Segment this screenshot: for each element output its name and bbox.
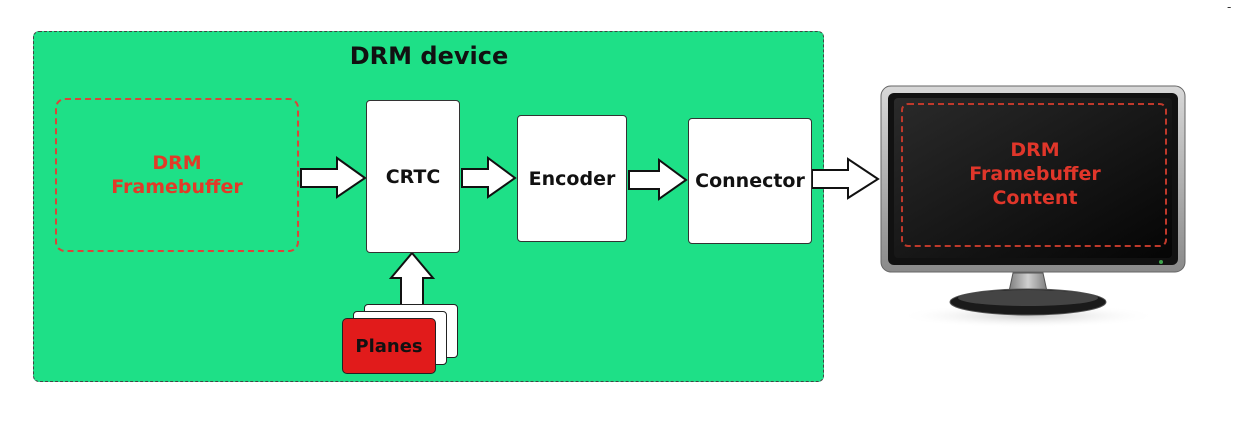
arrow-crtc-to-encoder <box>461 156 517 199</box>
planes-card: Planes <box>342 318 436 374</box>
corner-mark: - <box>1227 0 1232 14</box>
monitor-icon <box>880 85 1186 328</box>
arrow-framebuffer-to-crtc <box>300 156 367 199</box>
connector-label: Connector <box>695 170 805 192</box>
crtc-block: CRTC <box>366 100 460 253</box>
encoder-label: Encoder <box>528 167 616 190</box>
monitor-content-label: DRM Framebuffer Content <box>969 139 1101 209</box>
arrow-encoder-to-connector <box>628 158 688 201</box>
crtc-label: CRTC <box>385 165 441 188</box>
arrow-connector-to-monitor <box>811 157 880 200</box>
drm-framebuffer-box: DRM Framebuffer <box>55 98 299 252</box>
drm-framebuffer-label: DRM Framebuffer <box>111 152 243 198</box>
arrow-planes-to-crtc <box>388 251 436 306</box>
drm-device-title: DRM device <box>349 42 509 70</box>
connector-block: Connector <box>688 118 812 244</box>
planes-label: Planes <box>355 335 423 357</box>
encoder-block: Encoder <box>517 115 627 242</box>
